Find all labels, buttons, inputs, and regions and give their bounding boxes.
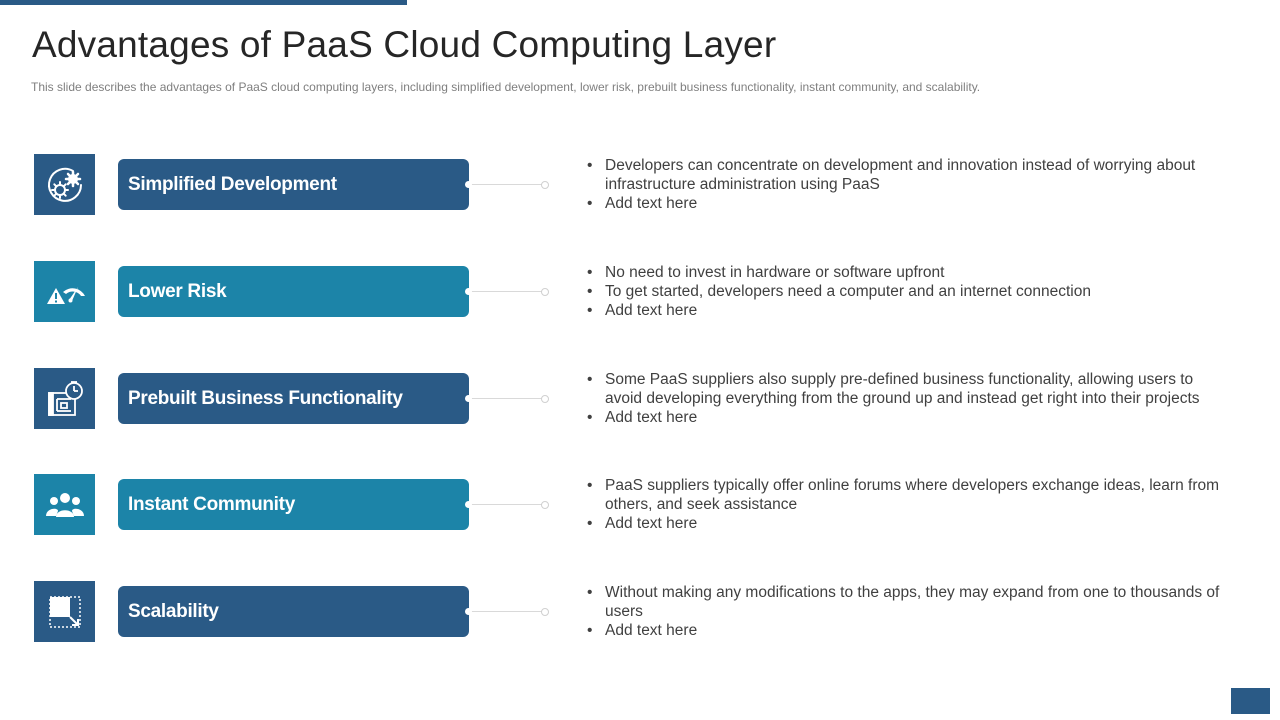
bullet-item: PaaS suppliers typically offer online fo… [587,476,1227,514]
advantage-label: Simplified Development [128,173,337,195]
connector-dot-end [541,608,549,616]
page-title: Advantages of PaaS Cloud Computing Layer [32,24,777,65]
connector-line [469,291,545,292]
people-group-icon [34,474,95,535]
advantage-label: Instant Community [128,493,295,515]
bullet-item: Add text here [587,194,1227,213]
advantage-row-prebuilt-business-functionality: Prebuilt Business Functionality Some Paa… [0,368,1280,448]
advantage-row-scalability: Scalability Without making any modificat… [0,581,1280,661]
advantage-row-instant-community: Instant Community PaaS suppliers typical… [0,474,1280,554]
advantage-label-box: Prebuilt Business Functionality [118,373,469,424]
bullet-item: Without making any modifications to the … [587,583,1227,621]
bullet-item: To get started, developers need a comput… [587,282,1227,301]
advantage-bullet-list: Developers can concentrate on developmen… [587,156,1227,213]
top-accent-bar [0,0,407,5]
advantage-label: Lower Risk [128,280,227,302]
connector-dot-end [541,181,549,189]
advantage-label-box: Lower Risk [118,266,469,317]
bullet-item: Add text here [587,408,1227,427]
bullet-item: Add text here [587,514,1227,533]
connector-dot-end [541,395,549,403]
advantage-label: Scalability [128,600,219,622]
bullet-item: No need to invest in hardware or softwar… [587,263,1227,282]
blueprint-clock-icon [34,368,95,429]
connector-line [469,398,545,399]
connector-dot-end [541,288,549,296]
connector-dot-start [465,501,472,508]
advantage-label-box: Scalability [118,586,469,637]
risk-gauge-icon [34,261,95,322]
scale-up-icon [34,581,95,642]
advantage-bullet-list: Without making any modifications to the … [587,583,1227,640]
advantage-bullet-list: PaaS suppliers typically offer online fo… [587,476,1227,533]
connector-line [469,184,545,185]
page-subtitle: This slide describes the advantages of P… [31,80,981,94]
connector-line [469,611,545,612]
bullet-item: Developers can concentrate on developmen… [587,156,1227,194]
advantage-label-box: Instant Community [118,479,469,530]
advantage-bullet-list: No need to invest in hardware or softwar… [587,263,1227,320]
advantage-row-lower-risk: Lower Risk No need to invest in hardware… [0,261,1280,341]
advantage-row-simplified-development: Simplified Development Developers can co… [0,154,1280,234]
bullet-item: Add text here [587,301,1227,320]
connector-dot-start [465,395,472,402]
advantage-label-box: Simplified Development [118,159,469,210]
connector-line [469,504,545,505]
bullet-item: Add text here [587,621,1227,640]
corner-accent-square [1231,688,1270,714]
connector-dot-start [465,288,472,295]
advantage-label: Prebuilt Business Functionality [128,387,403,409]
connector-dot-start [465,181,472,188]
gears-icon [34,154,95,215]
connector-dot-start [465,608,472,615]
connector-dot-end [541,501,549,509]
bullet-item: Some PaaS suppliers also supply pre-defi… [587,370,1227,408]
advantage-bullet-list: Some PaaS suppliers also supply pre-defi… [587,370,1227,427]
